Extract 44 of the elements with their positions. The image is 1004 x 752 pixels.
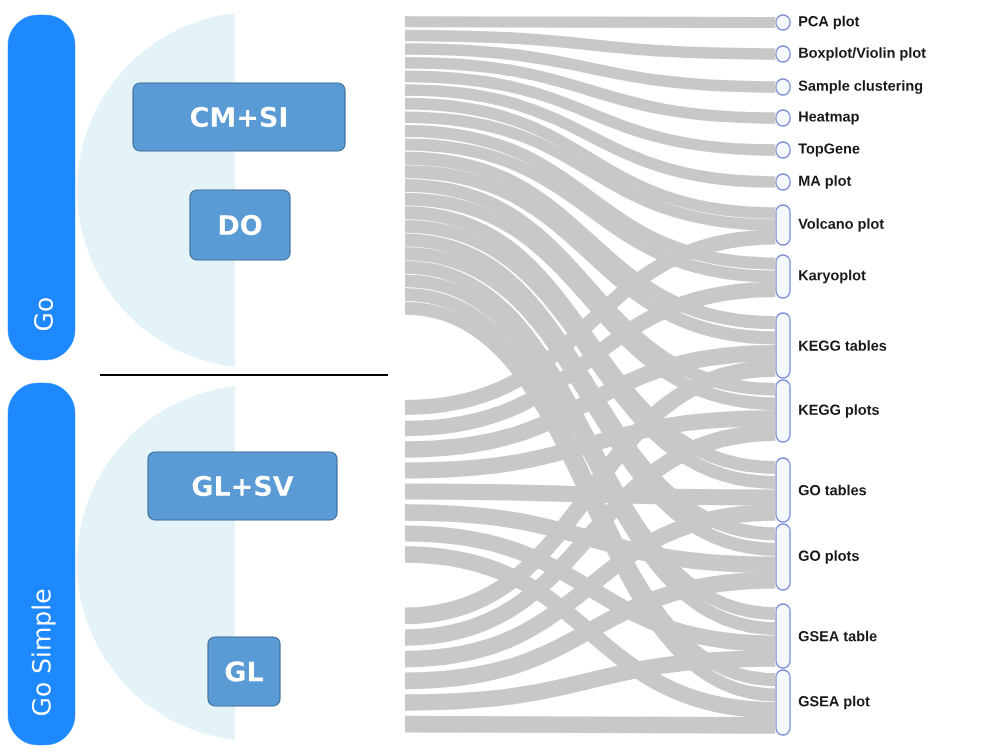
flow-band — [404, 84, 776, 188]
flow-band — [405, 16, 776, 29]
output-label: GSEA table — [798, 630, 877, 642]
flow-band — [404, 344, 776, 458]
output-label: KEGG tables — [799, 340, 887, 351]
flow-band — [404, 124, 776, 270]
flow-band — [404, 546, 776, 719]
output-label: PCA plot — [799, 15, 860, 30]
flow-band — [404, 97, 776, 219]
button: Go — [7, 14, 76, 361]
output-label: GO tables — [798, 484, 867, 496]
flow-band — [404, 571, 776, 690]
flow-band — [404, 410, 776, 479]
flow-band — [404, 281, 776, 437]
flow-band — [405, 715, 776, 734]
flow-band — [404, 525, 776, 652]
option-box: CM+SI — [132, 82, 346, 152]
flow-band — [404, 360, 777, 625]
output-label: Heatmap — [799, 111, 859, 125]
flow-band — [404, 111, 776, 231]
flow-band — [404, 504, 776, 668]
output-label: GSEA plot — [798, 695, 870, 710]
flow-band — [404, 29, 776, 60]
button: Go Simple — [7, 382, 76, 746]
flow-band — [404, 138, 776, 283]
output-label: KEGG plots — [799, 404, 879, 418]
output-label: GO plots — [798, 550, 859, 564]
flow-band — [404, 56, 776, 124]
output-label: TopGene — [798, 143, 860, 157]
option-box: GL+SV — [147, 451, 338, 521]
flow-band — [404, 424, 777, 646]
flow-band — [404, 504, 776, 573]
flow-band — [405, 483, 776, 506]
flow-band — [404, 70, 776, 156]
option-box: DO — [189, 189, 291, 261]
output-label: MA plot — [799, 175, 852, 189]
output-label: Boxplot/Violin plot — [799, 47, 926, 61]
output-label: Karyoplot — [799, 269, 866, 284]
flow-band — [404, 229, 776, 415]
option-box: GL — [207, 636, 281, 707]
flow-band — [404, 650, 776, 711]
flow-band — [404, 43, 776, 93]
output-label: Sample clustering — [798, 80, 923, 94]
output-label: Volcano plot — [798, 218, 884, 232]
